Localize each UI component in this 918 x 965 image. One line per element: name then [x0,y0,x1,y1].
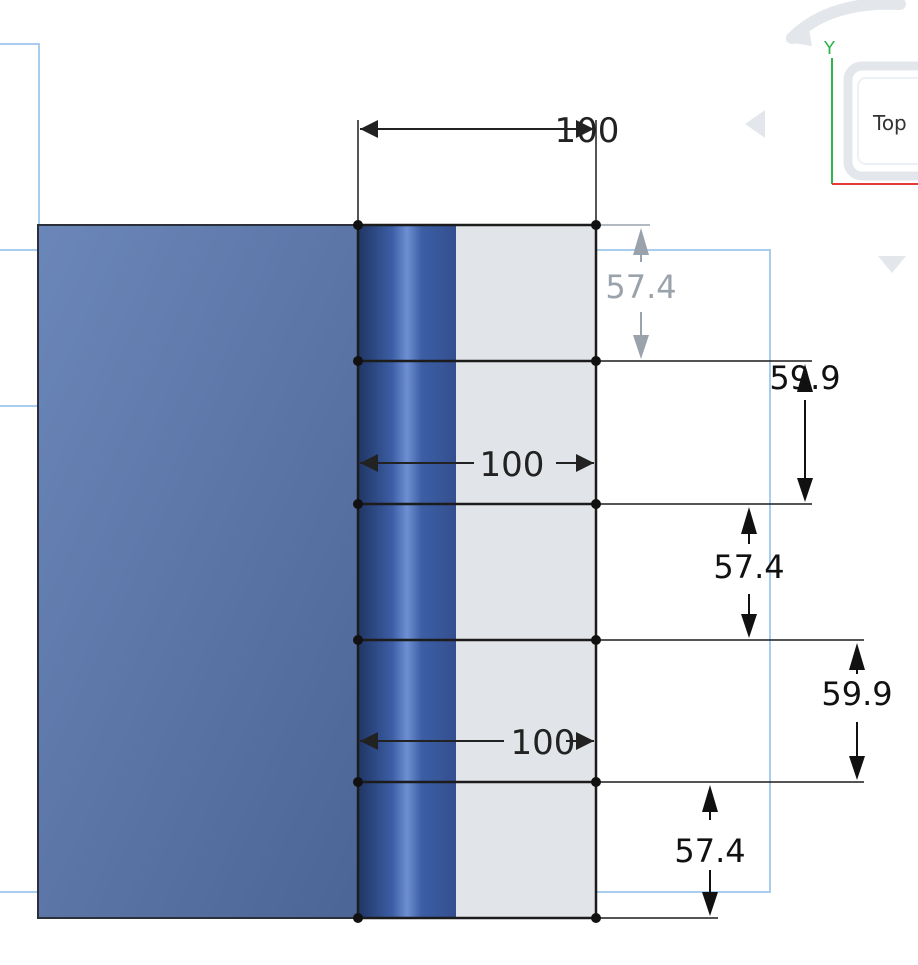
dimension-width-top-value[interactable]: 100 [555,111,620,151]
dimension-width-top[interactable]: 100 [360,111,619,151]
dimension-height-4-value[interactable]: 59.9 [821,675,892,713]
extension-lines [357,120,864,919]
selection-outline-left [0,43,40,407]
dimension-width-bottom-value[interactable]: 100 [511,723,576,763]
view-down-arrow-icon[interactable] [878,256,906,273]
dimension-width-mid[interactable]: 100 [360,445,594,485]
solid-part-body[interactable] [37,224,359,919]
dimension-height-2[interactable]: 59.9 [769,359,841,502]
cylinder-face[interactable] [358,225,456,918]
sketch-region[interactable] [456,225,596,918]
dimension-height-3-value[interactable]: 57.4 [713,548,784,586]
sketch-vertices[interactable] [353,220,601,923]
dimension-height-5-value[interactable]: 57.4 [674,832,745,870]
y-axis-label: Y [823,38,836,59]
sketch-lines [356,223,598,920]
dimension-height-2-value[interactable]: 59.9 [769,359,840,397]
view-cube-face-label[interactable]: Top [872,111,907,135]
dimension-width-mid-value[interactable]: 100 [480,445,545,485]
dimension-height-1[interactable]: 57.4 [605,228,677,359]
dimension-width-bottom[interactable]: 100 [360,723,594,763]
dimension-height-3[interactable]: 57.4 [713,507,785,638]
view-cube[interactable]: Y Top [745,0,918,273]
dimension-height-5[interactable]: 57.4 [674,785,746,916]
rotate-arrow-icon[interactable] [786,22,812,46]
view-left-arrow-icon[interactable] [745,110,765,138]
dimension-height-1-value[interactable]: 57.4 [605,268,676,306]
dimension-height-4[interactable]: 59.9 [821,643,893,780]
